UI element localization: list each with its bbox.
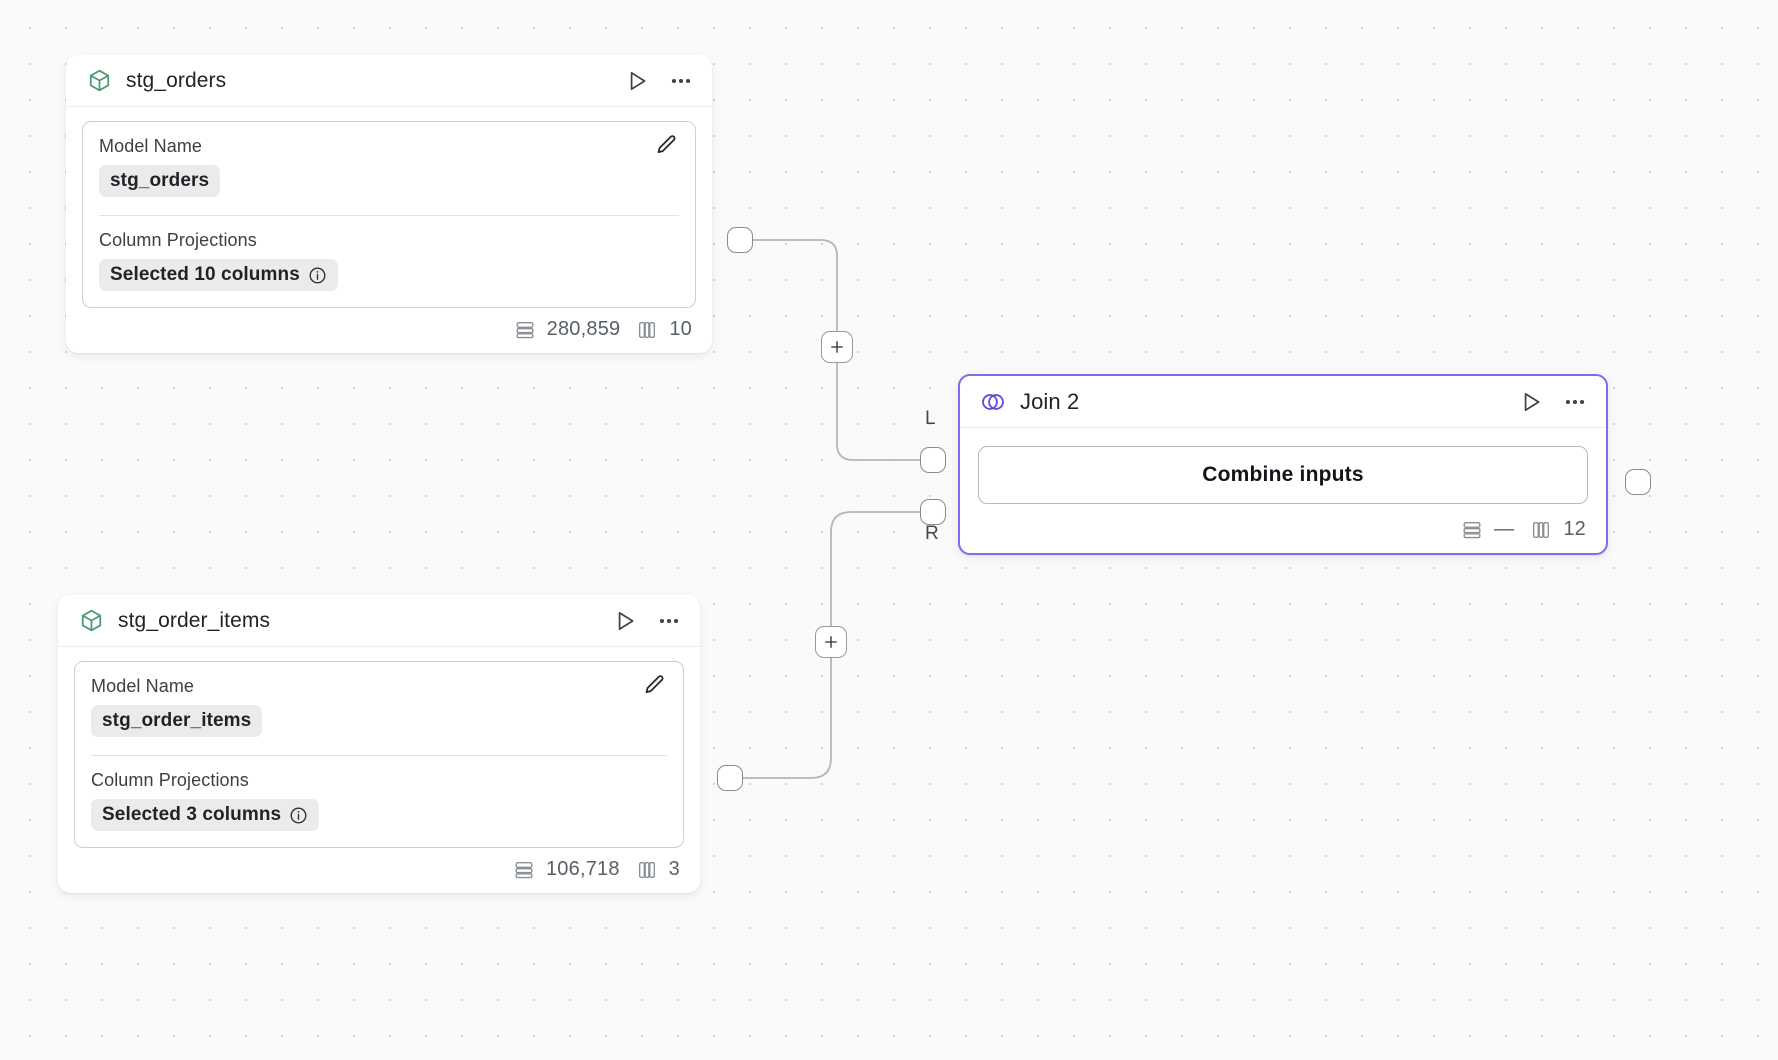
node-footer: — 12 <box>960 504 1606 553</box>
node-header: Join 2 <box>960 376 1606 428</box>
input-port-join-right[interactable] <box>920 499 946 525</box>
column-projections-label: Column Projections <box>91 770 249 790</box>
node-title: stg_orders <box>126 68 227 92</box>
run-icon[interactable] <box>624 68 650 94</box>
column-count-value: 10 <box>669 318 692 340</box>
more-icon[interactable] <box>1562 389 1588 415</box>
node-footer: 280,859 10 <box>66 308 712 353</box>
row-count-value: 280,859 <box>546 318 621 340</box>
rows-icon <box>1461 519 1483 541</box>
cube-icon <box>86 68 112 94</box>
add-node-on-edge-bottom-button[interactable] <box>815 626 847 658</box>
input-port-right-label: R <box>925 523 939 544</box>
combine-inputs-button[interactable]: Combine inputs <box>978 446 1588 504</box>
panel-divider <box>99 215 679 216</box>
row-count-value: 106,718 <box>545 858 620 880</box>
node-stg-orders[interactable]: stg_orders Model Name <box>66 55 712 353</box>
info-icon[interactable] <box>289 806 308 825</box>
run-icon[interactable] <box>612 608 638 634</box>
node-stg-order-items[interactable]: stg_order_items Model Name <box>58 595 700 893</box>
rows-icon <box>513 859 535 881</box>
model-name-label: Model Name <box>91 676 195 696</box>
model-name-chip[interactable]: stg_orders <box>99 165 221 197</box>
column-projections-label: Column Projections <box>99 230 257 250</box>
column-count-stat: 10 <box>636 318 692 341</box>
config-panel: Model Name stg_orders Column Projections… <box>82 121 696 308</box>
add-node-on-edge-top-button[interactable] <box>821 331 853 363</box>
column-count-value: 12 <box>1563 518 1586 540</box>
config-panel: Model Name stg_order_items Column Projec… <box>74 661 684 848</box>
node-header: stg_orders <box>66 55 712 107</box>
columns-icon <box>1530 519 1552 541</box>
edit-icon[interactable] <box>641 673 666 698</box>
model-name-value: stg_orders <box>110 170 210 191</box>
model-name-label: Model Name <box>99 136 203 156</box>
venn-icon <box>980 389 1006 415</box>
node-body: Combine inputs <box>960 428 1606 504</box>
row-count-stat: 280,859 <box>514 318 621 341</box>
column-count-value: 3 <box>668 858 680 880</box>
more-icon[interactable] <box>656 608 682 634</box>
columns-icon <box>636 319 658 341</box>
node-header: stg_order_items <box>58 595 700 647</box>
plus-icon <box>828 338 846 356</box>
column-projections-value: Selected 3 columns <box>102 804 282 825</box>
column-count-stat: 12 <box>1530 518 1586 541</box>
input-port-left-label: L <box>925 408 936 429</box>
model-name-chip[interactable]: stg_order_items <box>91 705 263 737</box>
panel-divider <box>91 755 667 756</box>
output-port-stg-order-items[interactable] <box>717 765 743 791</box>
more-icon[interactable] <box>668 68 694 94</box>
cube-icon <box>78 608 104 634</box>
rows-icon <box>514 319 536 341</box>
plus-icon <box>822 633 840 651</box>
column-count-stat: 3 <box>636 858 680 881</box>
info-icon[interactable] <box>308 266 327 285</box>
column-projections-chip[interactable]: Selected 10 columns <box>99 259 338 291</box>
column-projections-chip[interactable]: Selected 3 columns <box>91 799 320 831</box>
output-port-join[interactable] <box>1625 469 1651 495</box>
node-join-2[interactable]: Join 2 Combine inputs <box>958 374 1608 555</box>
edit-icon[interactable] <box>653 133 678 158</box>
column-projections-value: Selected 10 columns <box>110 264 300 285</box>
run-icon[interactable] <box>1518 389 1544 415</box>
row-count-value: — <box>1494 518 1515 540</box>
input-port-join-left[interactable] <box>920 447 946 473</box>
node-body: Model Name stg_orders Column Projections… <box>66 107 712 308</box>
node-title: Join 2 <box>1020 388 1080 414</box>
row-count-stat: — <box>1461 518 1514 541</box>
node-title: stg_order_items <box>118 608 271 632</box>
row-count-stat: 106,718 <box>513 858 620 881</box>
columns-icon <box>636 859 658 881</box>
node-footer: 106,718 3 <box>58 848 700 893</box>
node-body: Model Name stg_order_items Column Projec… <box>58 647 700 848</box>
model-name-value: stg_order_items <box>102 710 252 731</box>
output-port-stg-orders[interactable] <box>727 227 753 253</box>
